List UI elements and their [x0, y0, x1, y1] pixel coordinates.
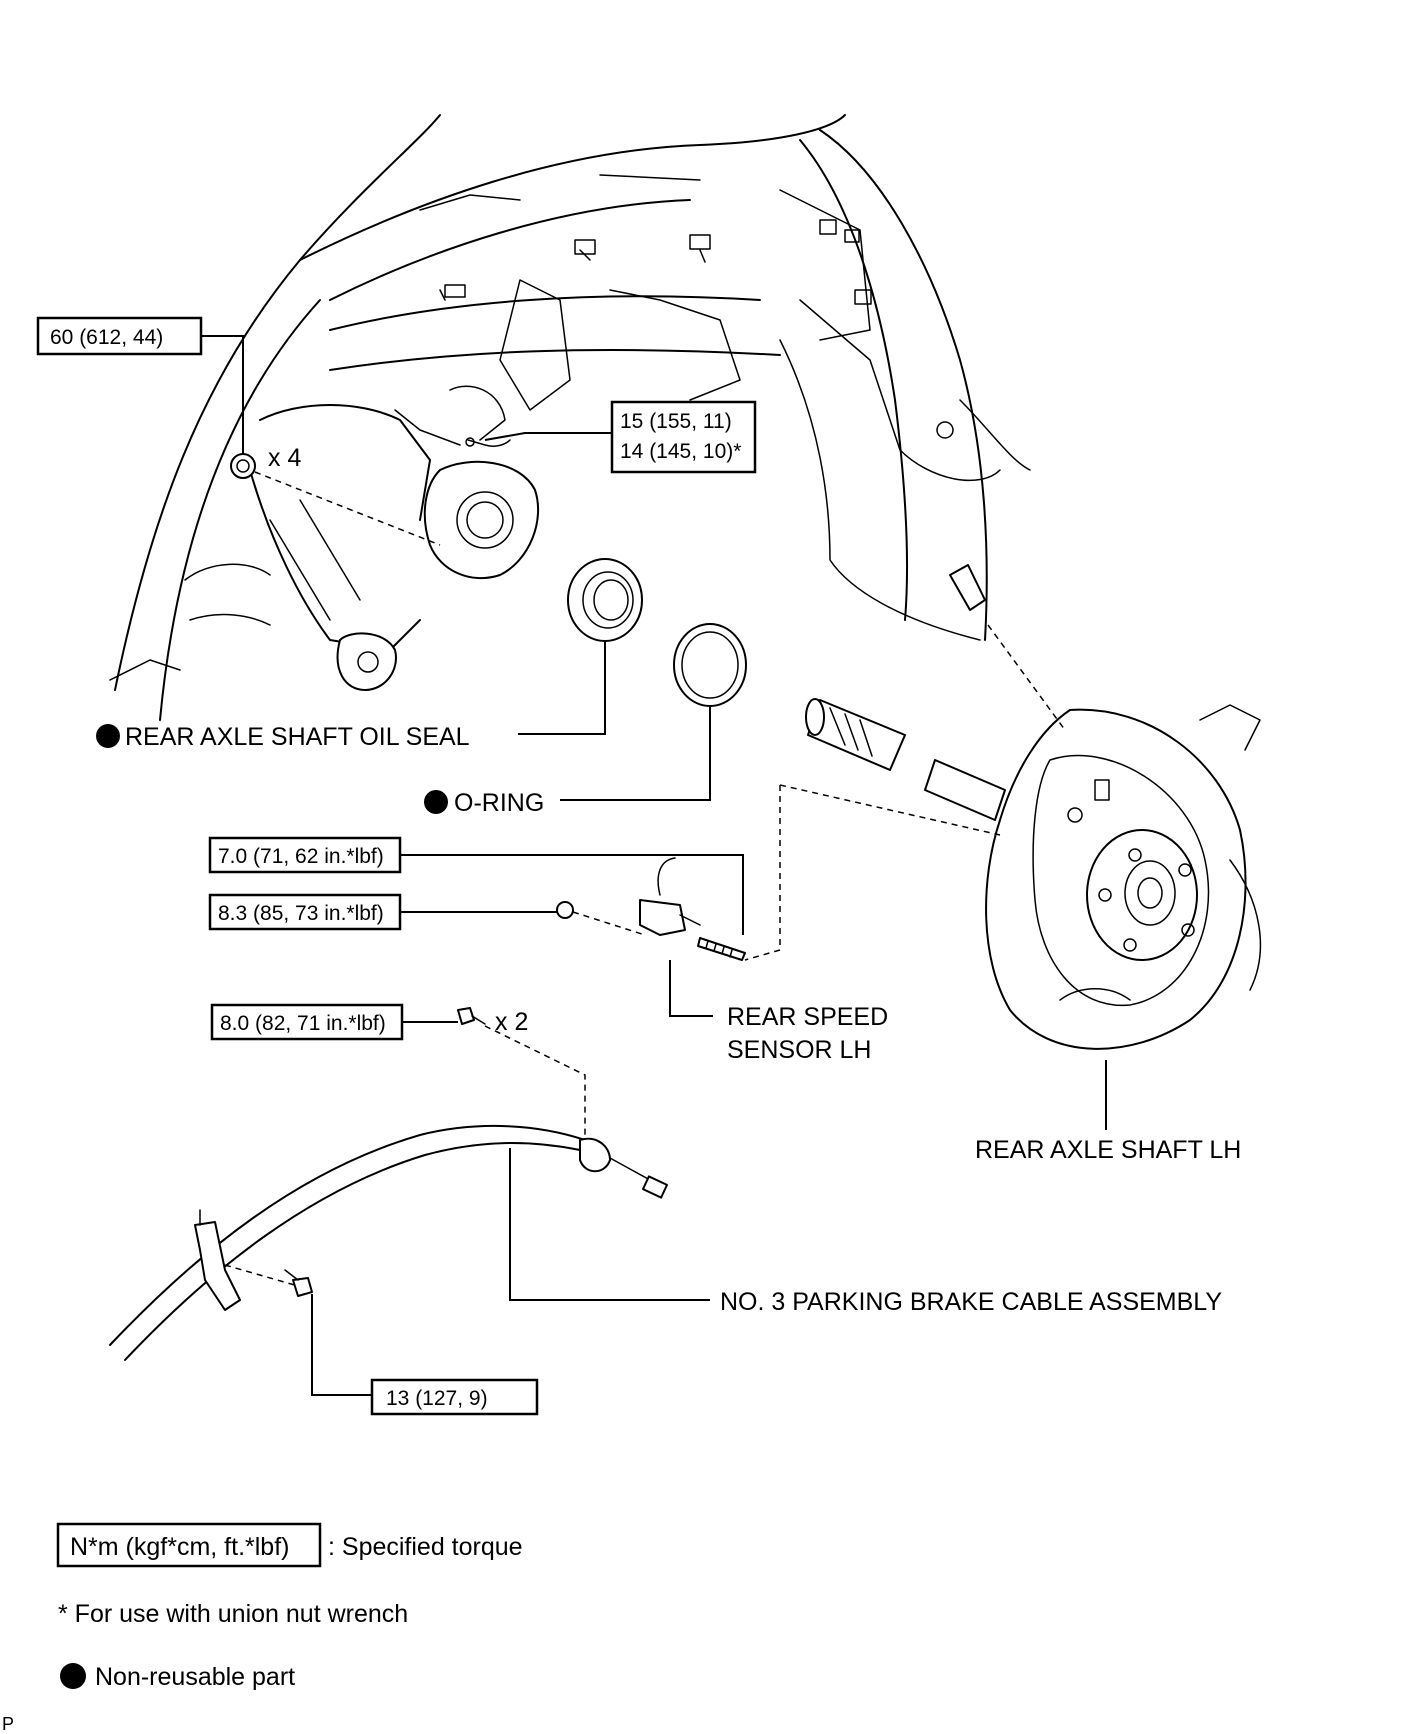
torque-box-brake-tube: 15 (155, 11) 14 (145, 10)*: [610, 400, 757, 474]
torque-value: 60 (612, 44): [50, 326, 163, 349]
torque-box-cable-bracket-bolt: 13 (127, 9): [370, 1378, 539, 1416]
torque-value: 7.0 (71, 62 in.*lbf): [218, 845, 384, 868]
legend-union-note: * For use with union nut wrench: [58, 1600, 408, 1628]
oil-seal-part: [567, 558, 643, 642]
label-speed-sensor-line2: SENSOR LH: [727, 1036, 871, 1064]
legend-torque-box: [56, 1522, 322, 1568]
cable-bolt-part: [457, 1007, 486, 1025]
torque-box-sensor-stud: 7.0 (71, 62 in.*lbf): [208, 836, 402, 874]
torque-value: 8.0 (82, 71 in.*lbf): [220, 1012, 386, 1035]
legend-non-reusable: Non-reusable part: [95, 1663, 295, 1691]
torque-value-line1: 15 (155, 11): [620, 410, 732, 433]
legend-torque-desc: : Specified torque: [328, 1533, 523, 1561]
label-oil-seal: REAR AXLE SHAFT OIL SEAL: [125, 723, 470, 751]
legend-non-reusable-dot: [60, 1663, 86, 1689]
label-parking-cable: NO. 3 PARKING BRAKE CABLE ASSEMBLY: [720, 1288, 1222, 1316]
torque-box-strut-nut: 60 (612, 44): [36, 316, 203, 356]
torque-value-line2: 14 (145, 10)*: [620, 440, 741, 463]
label-axle-shaft: REAR AXLE SHAFT LH: [975, 1136, 1241, 1164]
speed-sensor-part: [639, 857, 746, 961]
torque-box-cable-bolt: 8.0 (82, 71 in.*lbf): [210, 1003, 404, 1041]
axle-hub-backing-plate: [985, 704, 1262, 1050]
label-speed-sensor-line1: REAR SPEED: [727, 1003, 888, 1031]
torque-value: 13 (127, 9): [386, 1387, 488, 1410]
torque-value: 8.3 (85, 73 in.*lbf): [218, 902, 384, 925]
torque-box-sensor-nut: 8.3 (85, 73 in.*lbf): [208, 893, 402, 931]
o-ring-part: [673, 623, 747, 707]
legend-torque-unit: N*m (kgf*cm, ft.*lbf): [70, 1533, 289, 1561]
non-reusable-dot-oil-seal: [96, 724, 120, 748]
label-o-ring: O-RING: [454, 789, 544, 817]
cable-bracket-bolt-part: [284, 1269, 313, 1297]
legend: N*m (kgf*cm, ft.*lbf) : Specified torque…: [56, 1522, 523, 1691]
vehicle-body-illustration: [109, 114, 1031, 721]
parking-brake-cable-part: [109, 1124, 669, 1361]
axle-shaft-part: [805, 698, 1006, 821]
corner-mark: P: [2, 1714, 14, 1734]
sensor-nut-part: [556, 901, 574, 919]
strut-nut: [230, 453, 256, 479]
non-reusable-dot-o-ring: [424, 790, 448, 814]
qty-cable-bolt: x 2: [495, 1008, 528, 1036]
qty-strut-nut: x 4: [268, 444, 301, 472]
